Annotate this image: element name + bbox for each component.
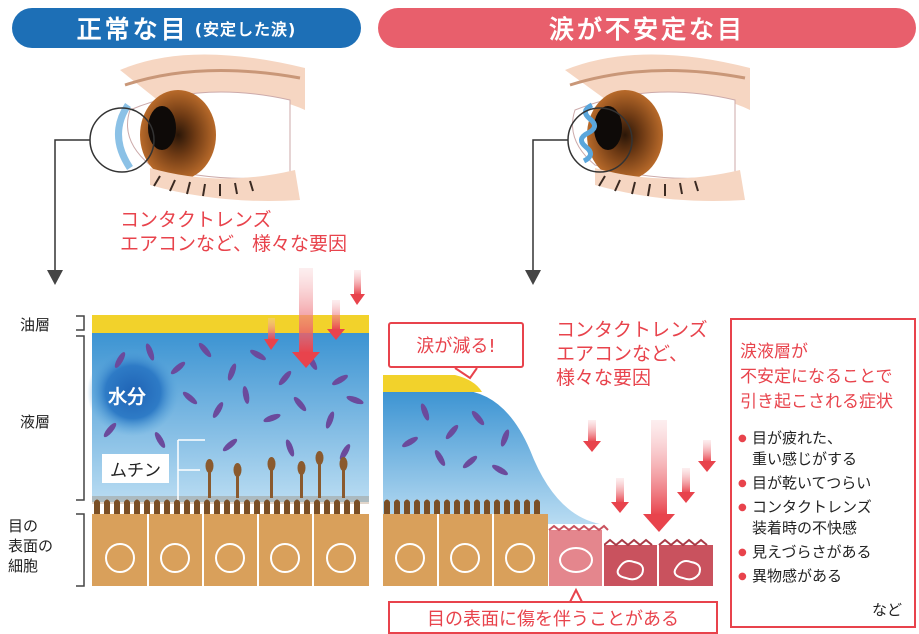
normal-tear-film	[87, 315, 369, 586]
unstable-eye-illustration	[525, 54, 750, 285]
layer-brackets	[76, 315, 85, 587]
header-normal-eye-title: 正常な目	[76, 15, 189, 44]
symptoms-heading: 涙液層が 不安定になることで 引き起こされる症状	[740, 342, 893, 412]
symptoms-etc: など	[871, 601, 902, 619]
header-unstable-eye: 涙が不安定な目	[378, 8, 916, 48]
damage-pointer	[569, 587, 583, 603]
label-causes-right: コンタクトレンズ エアコンなど、 様々な要因	[556, 319, 708, 389]
symptoms-list: 目が疲れた、 重い感じがする 目が乾いてつらい コンタクトレンズ 装着時の不快感…	[738, 428, 914, 590]
water-molecules-left	[103, 342, 364, 460]
symptom-item: 目が疲れた、 重い感じがする	[738, 428, 914, 470]
label-liquid-layer: 液層	[20, 413, 51, 431]
symptom-item: 目が乾いてつらい	[738, 473, 914, 494]
callout-surface-damage: 目の表面に傷を伴うことがある	[388, 601, 718, 634]
cause-arrows-left	[264, 268, 365, 368]
label-mucin: ムチン	[102, 454, 169, 483]
label-water: 水分	[108, 386, 147, 408]
header-normal-eye-subtitle: (安定した涙)	[194, 20, 297, 39]
label-oil-layer: 油層	[20, 316, 51, 334]
label-surface-cells: 目の 表面の 細胞	[8, 517, 54, 575]
label-causes-left: コンタクトレンズ エアコンなど、様々な要因	[120, 209, 348, 255]
unstable-tear-film	[383, 375, 713, 586]
symptoms-panel: 涙液層が 不安定になることで 引き起こされる症状 目が疲れた、 重い感じがする …	[730, 318, 916, 628]
water-molecules-right	[402, 403, 510, 476]
symptom-item: 見えづらさがある	[738, 542, 914, 563]
cause-arrows-right	[583, 420, 716, 532]
callout-tears-decrease: 涙が減る!	[388, 322, 524, 368]
surface-cells-right	[383, 514, 713, 586]
tears-decrease-pointer	[454, 367, 478, 380]
callout-tears-decrease-text: 涙が減る!	[416, 336, 496, 357]
symptom-item: コンタクトレンズ 装着時の不快感	[738, 497, 914, 539]
normal-eye-illustration	[47, 54, 305, 285]
surface-cells-left	[92, 514, 369, 586]
symptom-item: 異物感がある	[738, 566, 914, 587]
callout-surface-damage-text: 目の表面に傷を伴うことがある	[427, 608, 679, 630]
mucin-strands-left	[205, 451, 348, 498]
header-normal-eye: 正常な目 (安定した涙)	[12, 8, 361, 48]
microvilli-left	[92, 496, 369, 514]
header-unstable-eye-title: 涙が不安定な目	[548, 15, 745, 44]
